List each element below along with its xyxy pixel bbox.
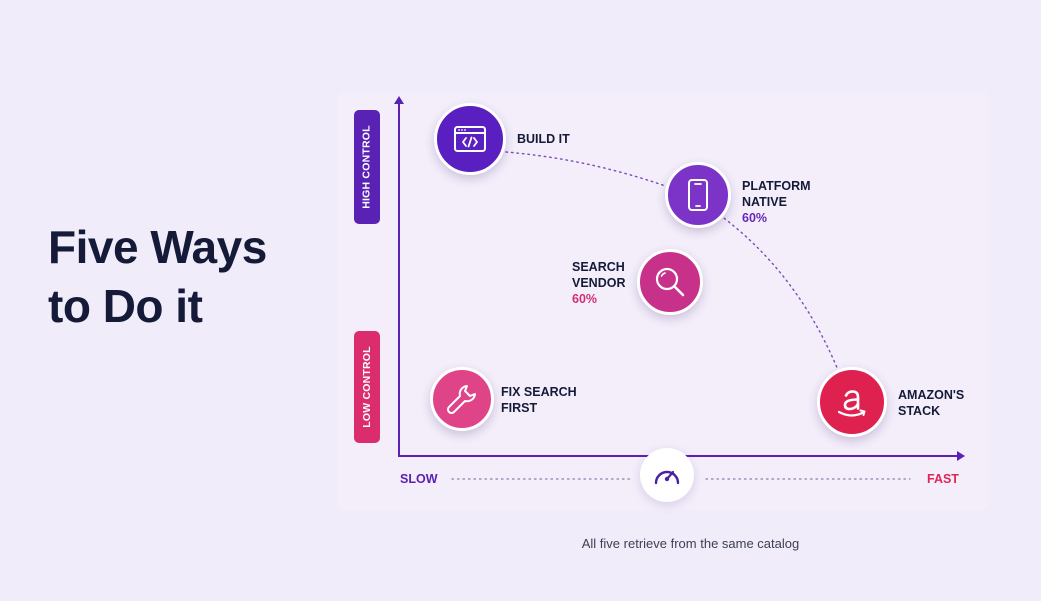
speedometer-icon (654, 470, 680, 485)
search-vendor-label-line-2: VENDOR (572, 276, 626, 290)
x-axis-slow-label: SLOW (400, 472, 438, 486)
fix-search-first-label-line-2: FIRST (501, 401, 538, 415)
page-title: Five Ways to Do it (48, 218, 267, 336)
code-window-icon (454, 126, 486, 152)
platform-native-percent: 60% (742, 211, 768, 225)
tradeoff-curve (505, 151, 839, 371)
x-axis-fast-label: FAST (927, 472, 959, 486)
amazons-stack-label-line-2: STACK (898, 404, 941, 418)
search-vendor-percent: 60% (572, 292, 598, 306)
amazons-stack-node (817, 367, 887, 437)
platform-native-label-line-2: NATIVE (742, 195, 787, 209)
search-vendor-label: SEARCH VENDOR 60% (572, 259, 625, 307)
magnifier-icon (655, 267, 685, 297)
smartphone-icon (688, 179, 708, 211)
caption-text: All five retrieve from the same catalog (581, 536, 800, 551)
build-it-label: BUILD IT (517, 131, 570, 147)
amazon-logo-icon (837, 390, 866, 417)
high-control-pill: HIGH CONTROL (354, 110, 380, 224)
high-control-label: HIGH CONTROL (361, 125, 374, 209)
platform-native-node (665, 162, 731, 228)
search-vendor-label-line-1: SEARCH (572, 260, 625, 274)
y-axis-arrowhead (394, 96, 404, 104)
caption-row: All five retrieve from the same catalog (0, 536, 1041, 551)
speed-gauge-node (640, 448, 694, 502)
wrench-icon (446, 385, 476, 415)
platform-native-label-line-1: PLATFORM (742, 179, 811, 193)
title-line-2: to Do it (48, 280, 203, 332)
fix-search-first-label: FIX SEARCH FIRST (501, 384, 577, 416)
build-it-node (434, 103, 506, 175)
search-vendor-node (637, 249, 703, 315)
amazons-stack-label: AMAZON'S STACK (898, 387, 964, 419)
low-control-label: LOW CONTROL (361, 346, 373, 428)
fix-search-first-label-line-1: FIX SEARCH (501, 385, 577, 399)
title-line-1: Five Ways (48, 221, 267, 273)
x-axis-arrowhead (957, 451, 965, 461)
build-it-label-line-1: BUILD IT (517, 132, 570, 146)
amazons-stack-label-line-1: AMAZON'S (898, 388, 965, 402)
fix-search-first-node (430, 367, 494, 431)
low-control-pill: LOW CONTROL (354, 331, 380, 443)
platform-native-label: PLATFORM NATIVE 60% (742, 178, 811, 226)
